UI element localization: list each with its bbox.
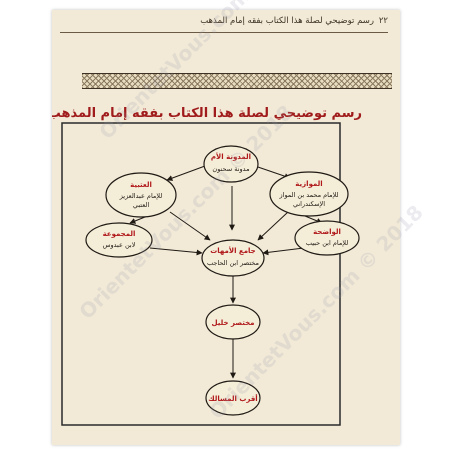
node-mukhtasar: مختصر خليل	[205, 304, 261, 340]
node-utbiyya: العتبية للإمام عبدالعزيز العتبي	[105, 172, 177, 218]
node-mukhtasar-title: مختصر خليل	[212, 319, 255, 327]
page-number: ٢٢	[378, 16, 388, 26]
node-jami: جامع الأمهات مختصر ابن الحاجب	[201, 239, 265, 277]
arrow-utbiyya-jami	[169, 211, 211, 241]
node-mawwaziyya: الموازية للإمام محمد بن المواز الإسكندرا…	[269, 171, 349, 217]
node-wadiha-line-1: للإمام ابن حبيب	[306, 239, 348, 247]
node-utbiyya-title: العتبية	[130, 181, 152, 189]
node-mudawwana: المدونة الأم مدونة سحنون	[203, 145, 259, 183]
arrow-mudawwana-mawwaziyya	[254, 165, 291, 180]
node-majmuua: المجموعة لابن عبدوس	[85, 222, 153, 258]
node-jami-title: جامع الأمهات	[210, 246, 255, 255]
diagram-frame	[61, 122, 341, 426]
node-utbiyya-line-1: للإمام عبدالعزيز	[119, 192, 163, 200]
node-jami-line-1: مختصر ابن الحاجب	[207, 259, 259, 267]
node-mawwaziyya-line-1: للإمام محمد بن المواز	[279, 191, 339, 199]
node-majmuua-title: المجموعة	[103, 230, 136, 238]
node-wadiha: الواضحة للإمام ابن حبيب	[294, 220, 360, 256]
running-title: رسم توضيحي لصلة هذا الكتاب بفقه إمام الم…	[200, 16, 374, 26]
node-mawwaziyya-line-2: الإسكندراني	[293, 200, 325, 208]
node-aqrab: أقرب المسالك	[205, 380, 261, 416]
running-header: ٢٢ رسم توضيحي لصلة هذا الكتاب بفقه إمام …	[60, 16, 388, 33]
arrow-majmuua-jami	[149, 247, 203, 256]
node-utbiyya-line-2: العتبي	[133, 201, 149, 209]
node-mudawwana-line-1: مدونة سحنون	[212, 165, 249, 173]
node-aqrab-title: أقرب المسالك	[208, 394, 257, 403]
ornamental-border	[82, 73, 392, 89]
section-title: رسم توضيحي لصلة هذا الكتاب بفقه إمام الم…	[52, 106, 362, 121]
node-majmuua-line-1: لابن عبدوس	[103, 241, 136, 249]
node-wadiha-title: الواضحة	[313, 228, 341, 236]
arrow-mawwaziyya-jami	[257, 211, 289, 241]
node-mawwaziyya-title: الموازية	[295, 180, 322, 188]
arrow-mudawwana-utbiyya	[166, 165, 206, 181]
node-mudawwana-title: المدونة الأم	[211, 152, 251, 161]
